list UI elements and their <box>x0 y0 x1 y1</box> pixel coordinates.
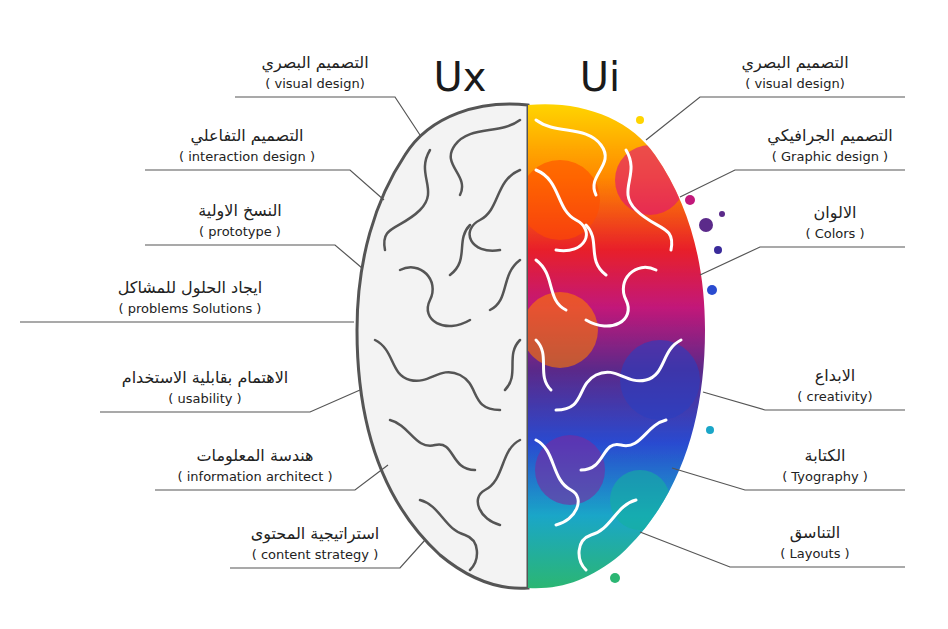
arabic-label: التصميم الجرافيكي <box>767 126 892 146</box>
ux-heading: Ux <box>434 55 487 99</box>
english-label: ( prototype ) <box>199 224 281 240</box>
paint-splatter <box>610 116 725 583</box>
english-label: ( Layouts ) <box>780 546 849 562</box>
arabic-label: النسخ الاولية <box>198 201 281 221</box>
ui-hemisphere <box>520 104 705 588</box>
arabic-label: الاهتمام بقابلية الاستخدام <box>122 368 289 388</box>
arabic-label: التصميم البصري <box>741 53 848 73</box>
arabic-label: الالوان <box>814 203 857 223</box>
english-label: ( visual design) <box>265 76 364 92</box>
english-label: ( visual design) <box>745 76 844 92</box>
english-label: ( content strategy ) <box>252 547 379 563</box>
leader-lines <box>20 97 905 568</box>
ux-hemisphere <box>357 104 528 588</box>
arabic-label: استراتيجية المحتوى <box>251 524 380 544</box>
english-label: ( Colors ) <box>805 226 864 242</box>
arabic-label: هندسة المعلومات <box>196 446 313 466</box>
arabic-label: الابداع <box>815 366 855 386</box>
english-label: ( Graphic design ) <box>772 149 888 165</box>
english-label: ( problems Solutions ) <box>119 301 262 317</box>
english-label: ( usability ) <box>168 391 241 407</box>
english-label: ( Tyography ) <box>782 469 868 485</box>
ux-gyri <box>375 120 520 570</box>
english-label: ( creativity) <box>797 389 872 405</box>
ui-heading: Ui <box>580 55 620 99</box>
english-label: ( interaction design ) <box>179 149 315 165</box>
arabic-label: التناسق <box>790 523 841 543</box>
english-label: ( information architect ) <box>178 469 333 485</box>
arabic-label: الكتابة <box>805 446 846 466</box>
arabic-label: التصميم البصري <box>261 53 368 73</box>
arabic-label: ايجاد الحلول للمشاكل <box>118 278 263 298</box>
arabic-label: التصميم التفاعلي <box>190 126 303 146</box>
